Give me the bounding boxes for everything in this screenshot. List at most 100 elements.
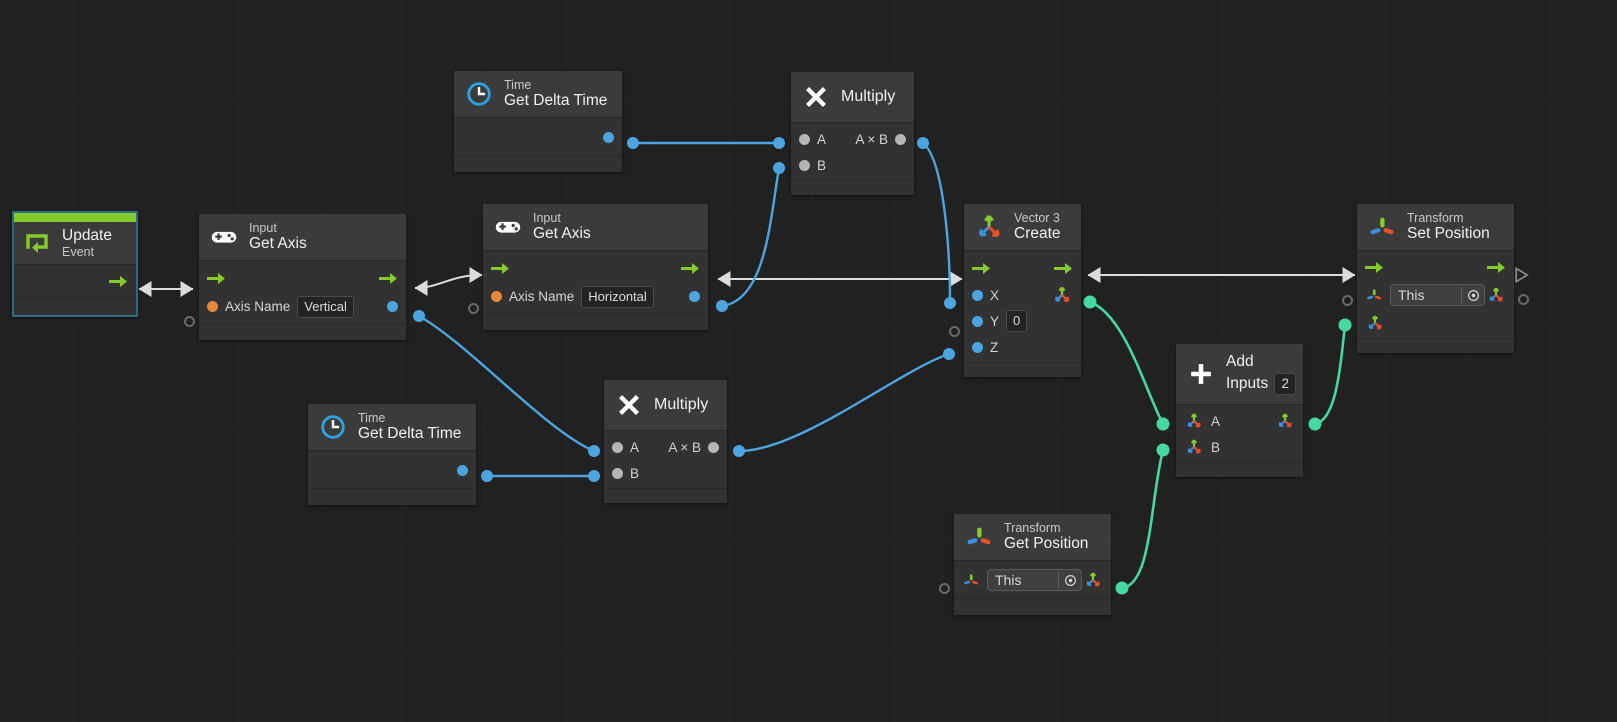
flow-row[interactable] <box>1357 254 1514 280</box>
flow-in-arrow-icon[interactable] <box>972 262 991 275</box>
input-a-row[interactable]: A A × B <box>791 126 914 152</box>
node-add[interactable]: Add Inputs 2 A <box>1176 344 1303 477</box>
axis-name-row[interactable]: Axis Name Horizontal <box>483 282 708 311</box>
target-input-port[interactable] <box>468 303 479 314</box>
axis-name-input[interactable]: Horizontal <box>581 285 654 308</box>
flow-in-arrow-icon[interactable] <box>207 272 226 285</box>
input-y-port[interactable] <box>972 315 983 327</box>
gamepad-icon <box>491 210 525 244</box>
node-multiply-bottom[interactable]: Multiply A A × B B <box>604 380 727 503</box>
target-row[interactable]: This <box>954 564 1111 596</box>
flow-row[interactable] <box>964 254 1081 282</box>
inputs-count-input[interactable]: 2 <box>1274 372 1297 395</box>
input-b-row[interactable]: B <box>791 152 914 178</box>
input-a-row[interactable]: A <box>1176 408 1303 434</box>
string-input-port[interactable] <box>207 301 218 312</box>
node-update-event[interactable]: Update Event <box>12 211 138 317</box>
target-object-field[interactable]: This <box>1390 284 1485 306</box>
node-transform-set-position[interactable]: Transform Set Position <box>1342 204 1529 353</box>
flow-out-arrow-icon[interactable] <box>1054 262 1073 275</box>
node-category: Vector 3 <box>1014 211 1060 226</box>
input-x-row[interactable]: X <box>964 282 1081 308</box>
node-time-get-delta-time-bottom[interactable]: Time Get Delta Time <box>308 404 476 505</box>
node-header: Input Get Axis <box>483 204 708 250</box>
product-output-port[interactable] <box>708 441 719 453</box>
value-output-port-unconnected[interactable] <box>1518 294 1529 305</box>
node-title: Update <box>62 227 112 245</box>
vector3-input-a-port[interactable] <box>1184 411 1204 431</box>
flow-out-arrow-icon[interactable] <box>1487 261 1506 274</box>
transform-gizmo-icon <box>962 520 996 554</box>
input-b-port[interactable] <box>799 159 810 171</box>
flow-out-arrow-icon[interactable] <box>681 262 700 275</box>
node-transform-get-position[interactable]: Transform Get Position This <box>939 514 1111 615</box>
node-title: Create <box>1014 225 1061 243</box>
float-output-port[interactable] <box>387 301 398 312</box>
vector-input-row[interactable] <box>1357 310 1514 336</box>
vector3-input-b-port[interactable] <box>1184 437 1204 457</box>
input-x-port[interactable] <box>972 289 983 301</box>
transform-gizmo-icon <box>1367 289 1381 300</box>
node-title: Get Axis <box>249 235 307 253</box>
object-picker-icon[interactable] <box>1058 571 1081 589</box>
node-body: X Y 0 <box>964 250 1081 362</box>
target-object-field[interactable]: This <box>987 569 1082 591</box>
target-input-port[interactable] <box>949 326 960 337</box>
value-output-row[interactable] <box>454 121 622 153</box>
target-input-port[interactable] <box>939 583 950 594</box>
node-title: Get Delta Time <box>358 425 462 443</box>
input-b-port[interactable] <box>612 467 623 479</box>
input-z-port[interactable] <box>972 341 983 353</box>
float-output-port[interactable] <box>457 464 468 476</box>
object-picker-icon[interactable] <box>1461 286 1484 304</box>
axis-name-row[interactable]: Axis Name Vertical <box>199 292 406 321</box>
flow-row[interactable] <box>483 254 708 282</box>
vector3-output-icon[interactable] <box>1486 285 1506 305</box>
node-title: Get Axis <box>533 225 591 243</box>
input-a-port[interactable] <box>799 133 810 145</box>
input-z-row[interactable]: Z <box>964 334 1081 360</box>
node-header: Vector 3 Create <box>964 204 1081 250</box>
target-input-port[interactable] <box>1342 295 1353 306</box>
node-header: Add Inputs 2 <box>1176 344 1303 404</box>
target-input-port[interactable] <box>184 316 195 327</box>
input-y-row[interactable]: Y 0 <box>964 308 1081 334</box>
clock-icon <box>462 77 496 111</box>
input-a-port[interactable] <box>612 441 623 453</box>
input-y-value[interactable]: 0 <box>1006 310 1028 332</box>
node-category: Time <box>358 411 386 426</box>
flow-row[interactable] <box>199 264 406 292</box>
node-vector3-create[interactable]: Vector 3 Create X <box>949 204 1081 377</box>
float-output-port[interactable] <box>603 131 614 143</box>
input-a-label: A <box>630 439 640 455</box>
node-category: Time <box>504 78 532 93</box>
node-input-get-axis-vertical[interactable]: Input Get Axis Axis Name Vertical <box>184 214 406 340</box>
node-time-get-delta-time-top[interactable]: Time Get Delta Time <box>454 71 622 172</box>
flow-in-arrow-icon[interactable] <box>1365 261 1384 274</box>
product-output-port[interactable] <box>895 133 906 145</box>
node-footer <box>1176 462 1303 477</box>
node-multiply-top[interactable]: Multiply A A × B B <box>791 72 914 195</box>
vector3-sum-output-port[interactable] <box>1275 411 1295 431</box>
input-b-label: B <box>817 157 827 173</box>
gamepad-icon <box>207 220 241 254</box>
input-a-row[interactable]: A A × B <box>604 434 727 460</box>
flow-out-arrow-icon[interactable] <box>379 272 398 285</box>
flow-out-port-unconnected[interactable] <box>1515 266 1529 288</box>
flow-output-row[interactable] <box>14 265 136 297</box>
string-input-port[interactable] <box>491 291 502 302</box>
value-output-row[interactable] <box>308 454 476 486</box>
node-footer <box>791 180 914 195</box>
flow-out-arrow-icon[interactable] <box>109 275 128 288</box>
input-b-row[interactable]: B <box>1176 434 1303 460</box>
vector3-output-port[interactable] <box>1083 570 1103 590</box>
node-input-get-axis-horizontal[interactable]: Input Get Axis Axis Name Horizontal <box>468 204 708 330</box>
input-b-row[interactable]: B <box>604 460 727 486</box>
float-output-port[interactable] <box>689 291 700 302</box>
vector3-input-port[interactable] <box>1365 313 1385 333</box>
flow-in-arrow-icon[interactable] <box>491 262 510 275</box>
axis-name-input[interactable]: Vertical <box>297 295 354 318</box>
node-footer <box>483 313 708 330</box>
target-row[interactable]: This <box>1357 280 1514 310</box>
